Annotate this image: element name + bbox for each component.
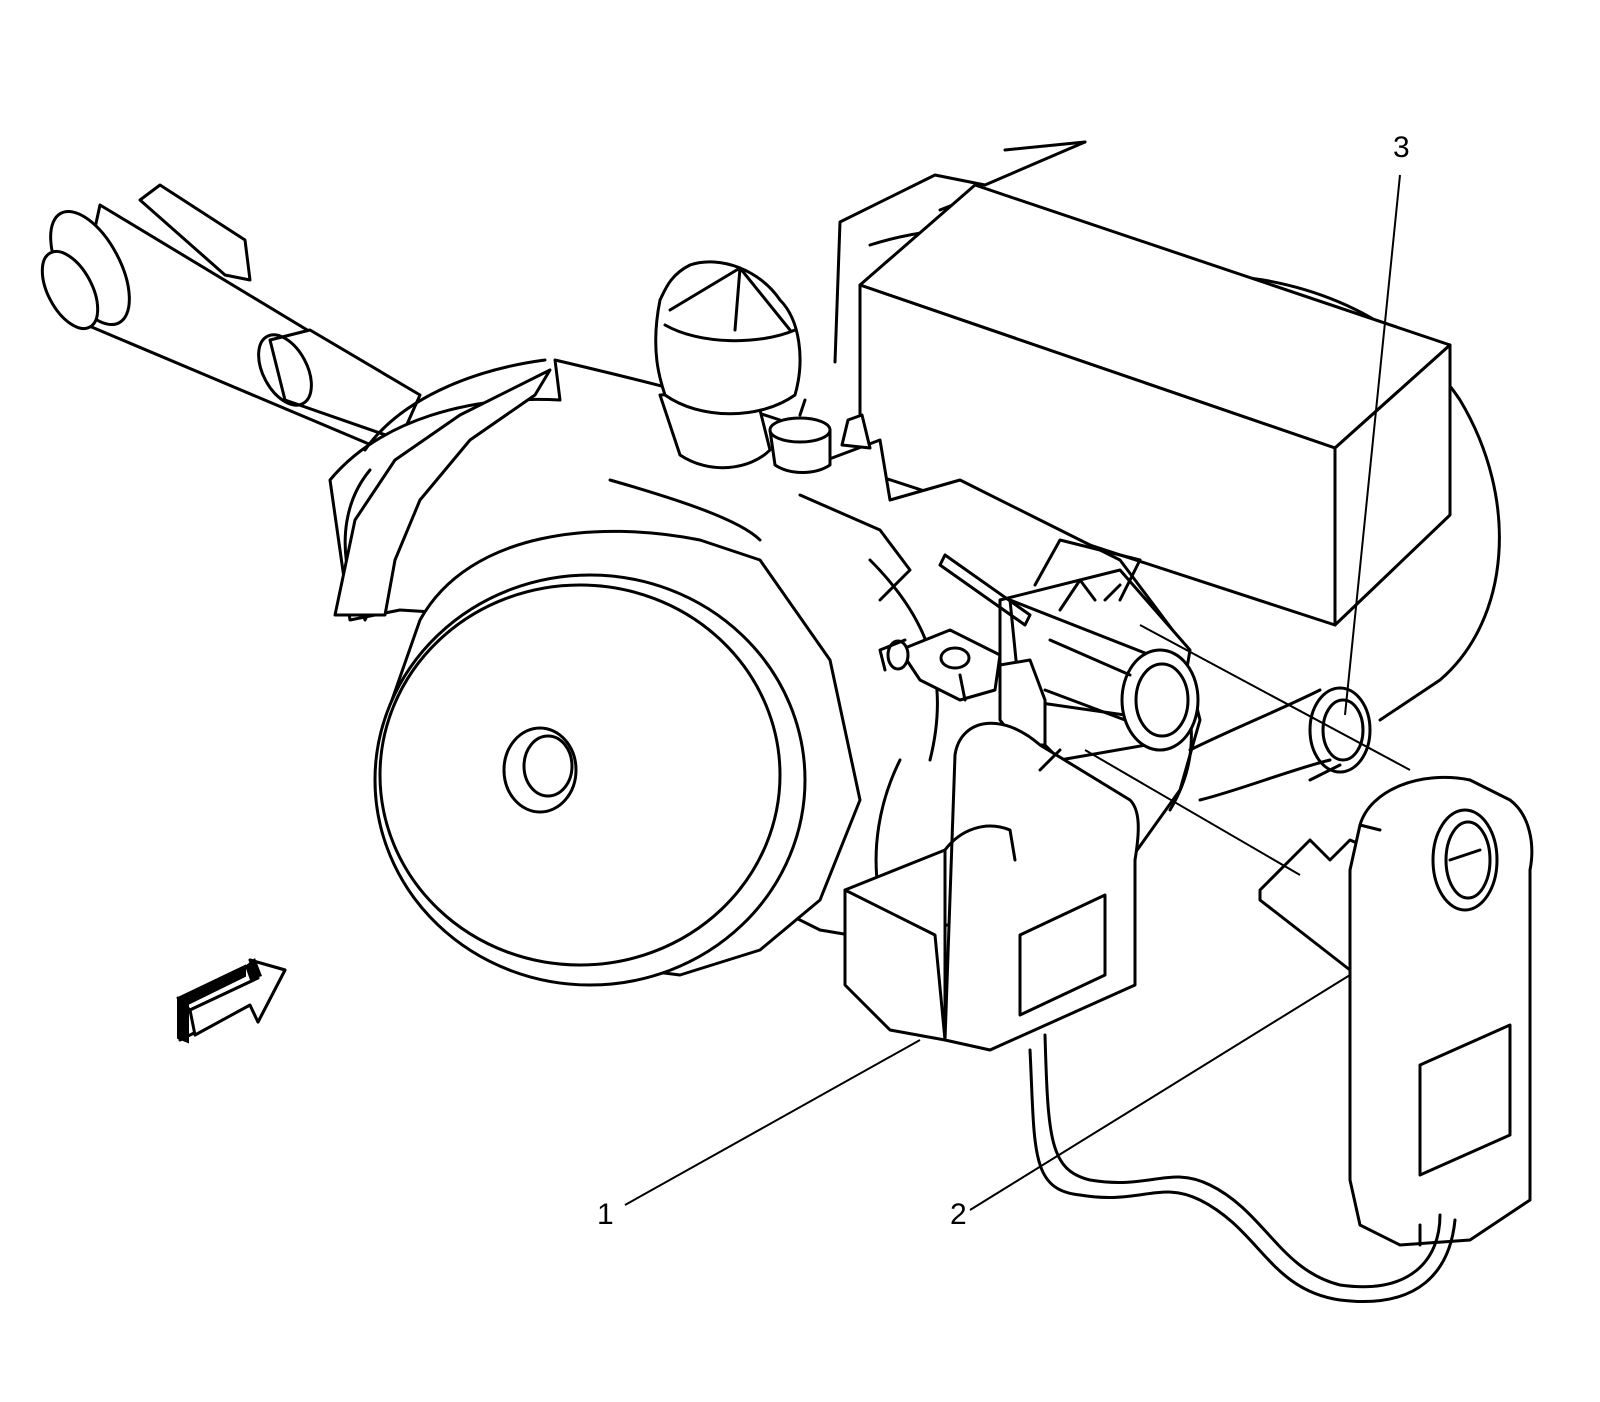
hazard-switch-knob: [654, 260, 802, 470]
electronic-module: [858, 183, 1452, 627]
callout-2-component: [1258, 775, 1534, 1247]
callout-1-component: [843, 658, 1140, 1052]
mounting-tab-with-pin: [878, 628, 1002, 702]
callout-label-3: 3: [1393, 131, 1410, 164]
callout-leaders: [624, 174, 1411, 1211]
turn-signal-lever: [40, 183, 422, 457]
view-direction-arrow-icon: [175, 958, 287, 1044]
callout-3-component: [1188, 686, 1372, 802]
callout-label-2: 2: [950, 1198, 967, 1231]
callout-label-1: 1: [597, 1198, 614, 1231]
ignition-lock-cylinder: [938, 538, 1200, 762]
small-connector-caps: [768, 398, 872, 474]
steering-wheel-hub: [333, 368, 862, 987]
wiring-harness: [1028, 1033, 1457, 1303]
